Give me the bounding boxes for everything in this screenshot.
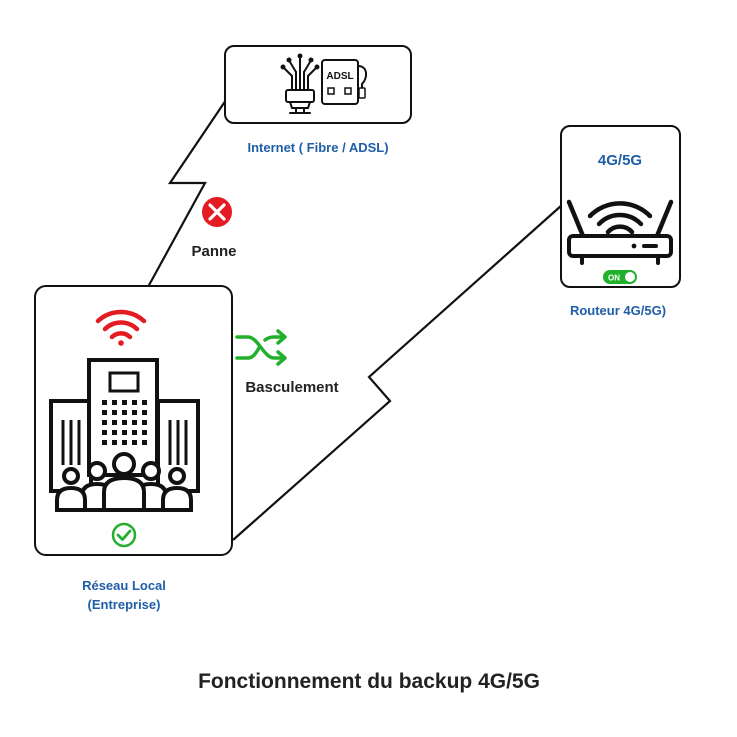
check-circle-icon — [111, 522, 137, 548]
failure-label: Panne — [191, 243, 236, 260]
router-icon — [566, 199, 674, 265]
router-label: Routeur 4G/5G) — [570, 303, 666, 318]
lan-label-line1: Réseau Local — [82, 578, 166, 593]
diagram-title: Fonctionnement du backup 4G/5G — [198, 670, 540, 693]
wifi-icon — [95, 309, 147, 346]
backup-4g-link — [232, 204, 563, 541]
lan-box — [34, 285, 233, 556]
toggle-text: ON — [608, 274, 620, 283]
adsl-text: ADSL — [326, 71, 353, 82]
internet-box: ADSL — [224, 45, 412, 124]
internet-label: Internet ( Fibre / ADSL) — [247, 140, 388, 155]
fiber-optic-icon — [280, 53, 320, 114]
shuffle-icon — [235, 329, 287, 366]
internet-link-broken — [147, 99, 227, 288]
adsl-modem-icon: ADSL — [321, 59, 368, 105]
lan-label-line2: (Entreprise) — [88, 597, 161, 612]
router-box: 4G/5G ON — [560, 125, 681, 288]
toggle-on-icon: ON — [603, 270, 637, 284]
building-people-icon — [49, 358, 200, 512]
router-header: 4G/5G — [598, 152, 642, 169]
error-x-icon — [202, 197, 232, 227]
switchover-label: Basculement — [245, 379, 338, 396]
